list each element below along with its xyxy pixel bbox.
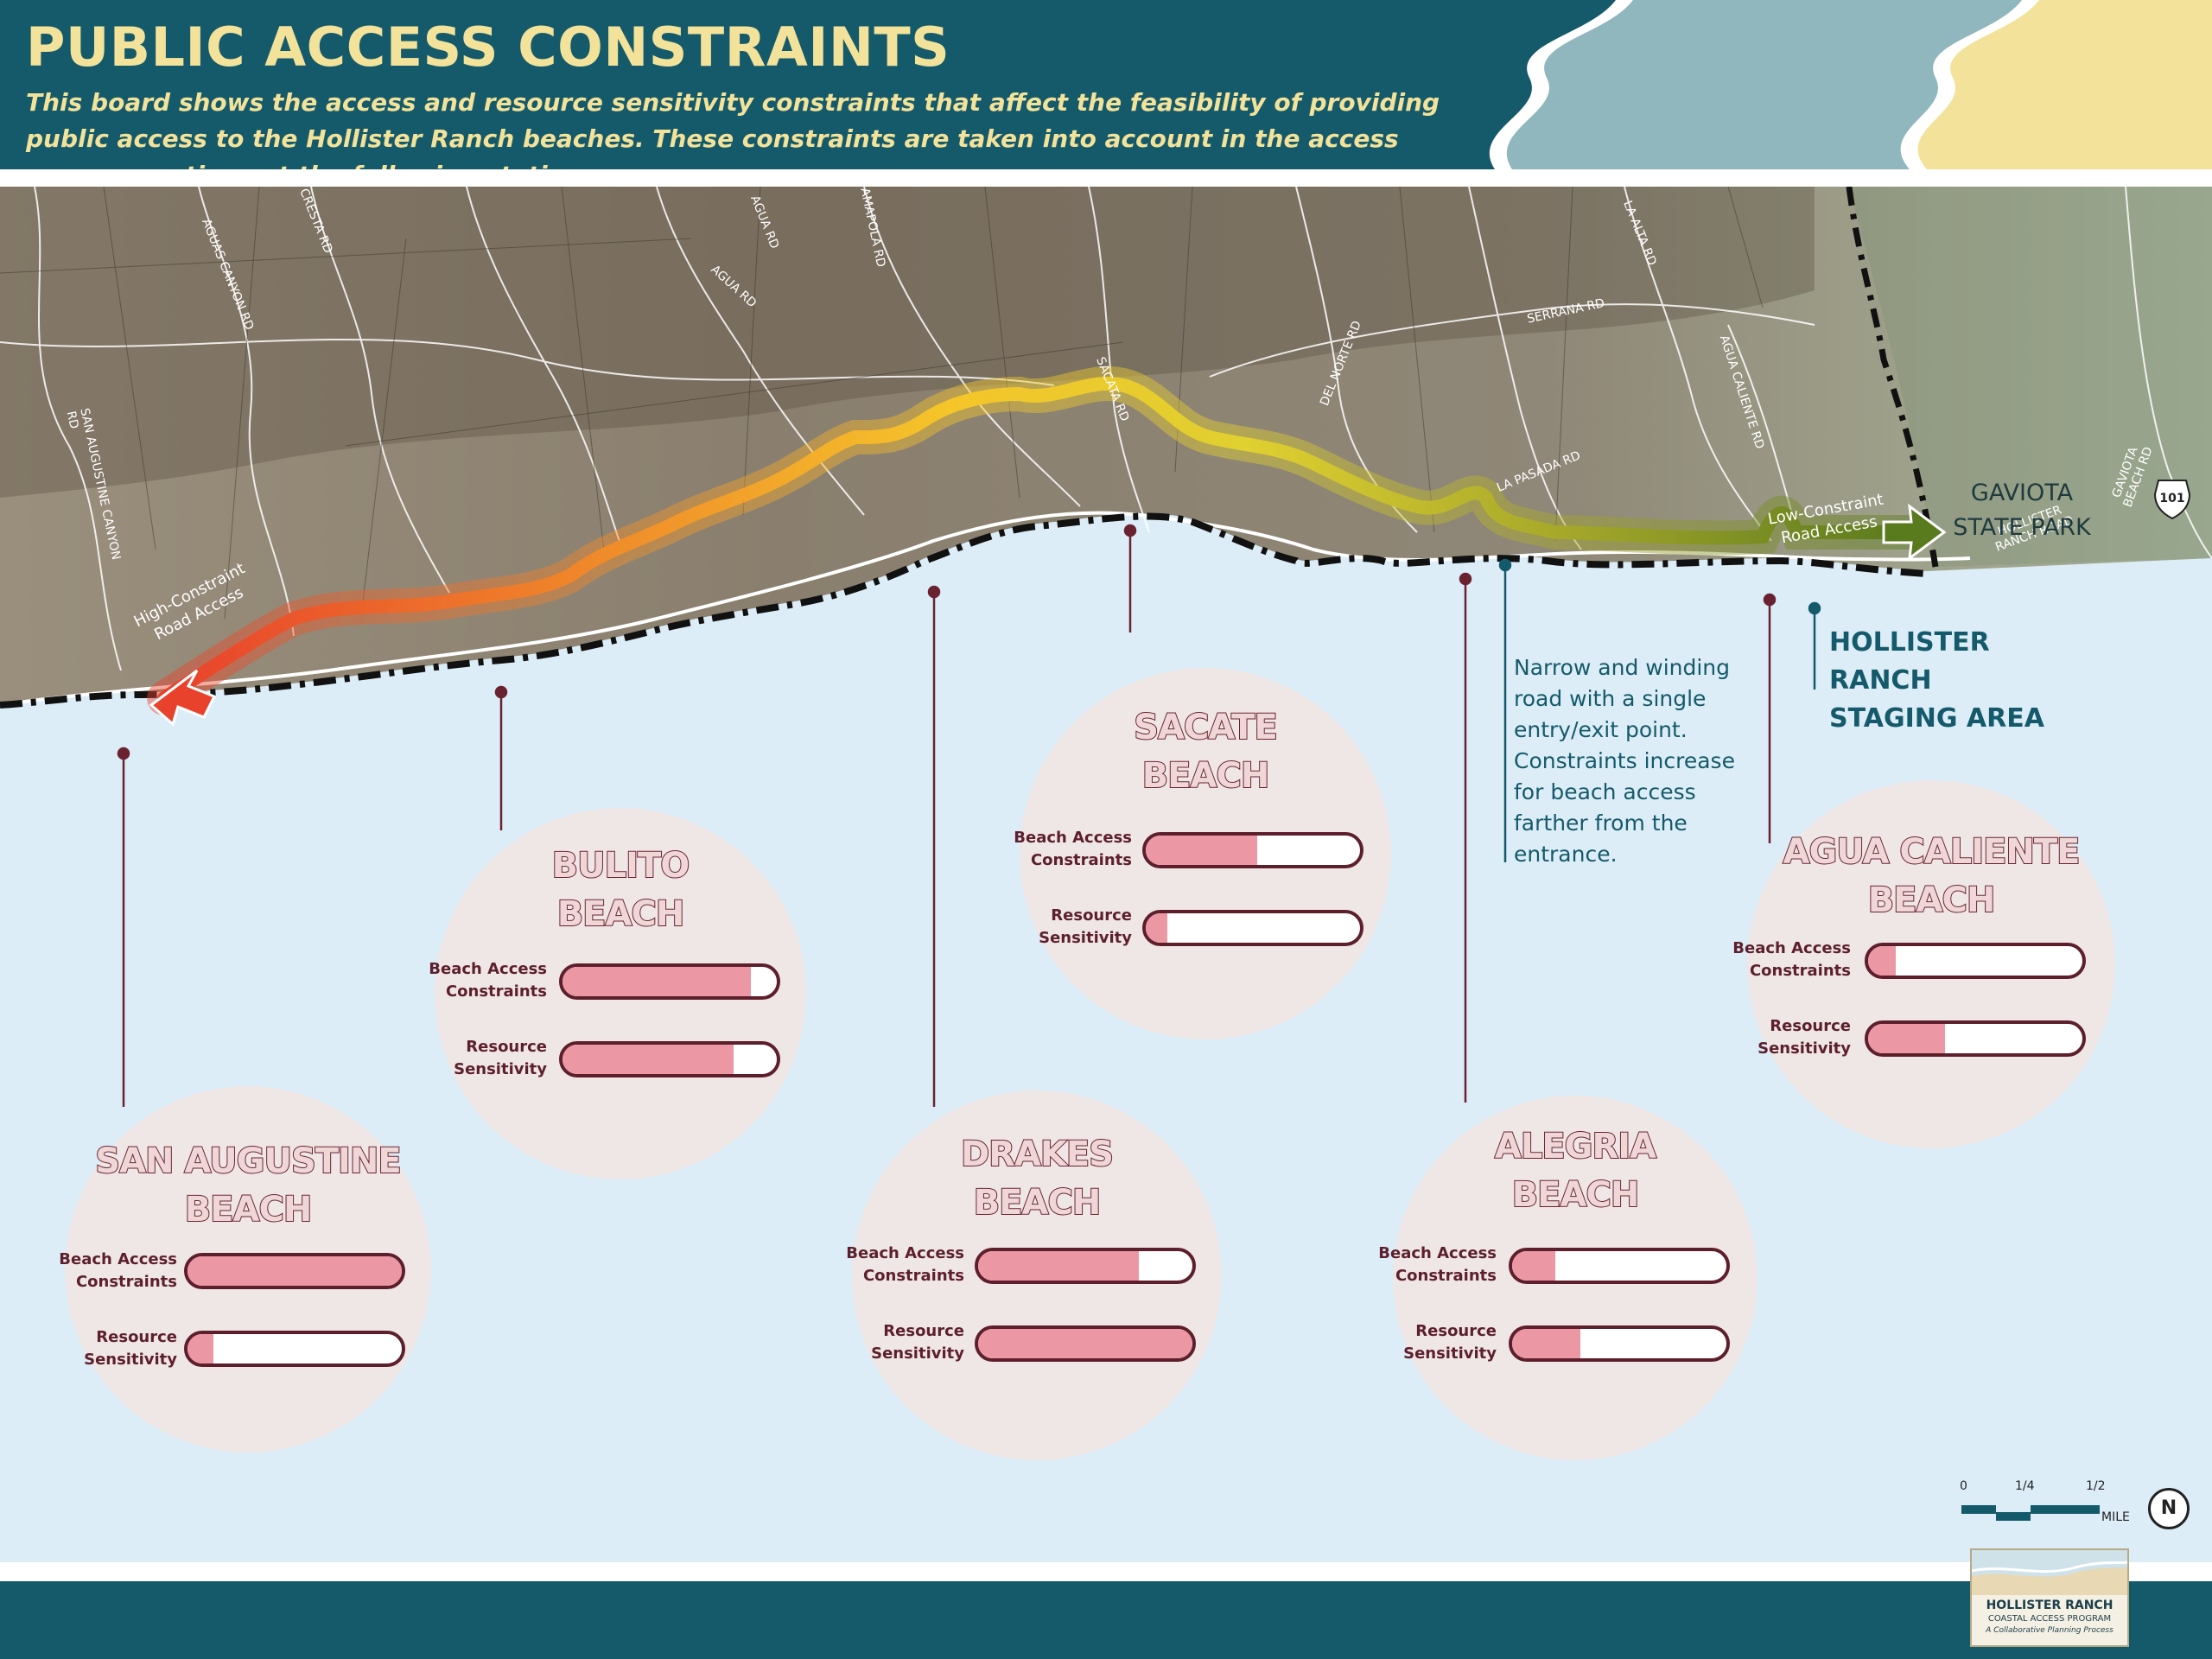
access-route (157, 376, 1916, 705)
header-banner: PUBLIC ACCESS CONSTRAINTS This board sho… (0, 0, 2212, 189)
resource-sensitivity-bar (1509, 1325, 1730, 1362)
beach-name-line1: BULITO (551, 845, 691, 887)
svg-text:101: 101 (2159, 492, 2184, 505)
resource-sensitivity-bar (184, 1331, 405, 1367)
access-constraints-label: Beach Access Constraints (429, 960, 547, 1001)
scale-bar: 0 1/4 1/2 MILE (1960, 1479, 2130, 1531)
access-constraints-bar (1509, 1248, 1730, 1284)
access-constraints-fill (1146, 836, 1257, 865)
access-constraints-bar (975, 1248, 1196, 1284)
scale-unit: MILE (2101, 1510, 2130, 1524)
access-constraints-fill (978, 1251, 1139, 1281)
page-subtitle: This board shows the access and resource… (26, 88, 1440, 189)
resource-sensitivity-fill (1512, 1329, 1581, 1358)
beach-name-line1: SAN AUGUSTINE (94, 1141, 402, 1182)
access-constraints-fill (1512, 1251, 1555, 1281)
resource-sensitivity-label: Resource Sensitivity (871, 1322, 964, 1363)
access-constraints-label: Beach Access Constraints (1014, 829, 1132, 869)
beach-name-line2: BEACH (556, 893, 686, 935)
access-constraints-bar (1142, 832, 1363, 868)
beach-name-line2: BEACH (1867, 880, 1997, 921)
beach-name-line2: BEACH (973, 1182, 1103, 1224)
beach-name-line2: BEACH (184, 1189, 314, 1230)
north-arrow-icon: N (2148, 1488, 2190, 1529)
park-boundary (1846, 187, 1939, 568)
route-note: Narrow and winding road with a single en… (1514, 655, 1735, 867)
beach-card-sacate: SACATE BEACH Beach Access Constraints Re… (1014, 668, 1391, 1039)
access-constraints-fill (188, 1256, 402, 1286)
beach-card-bulito: BULITO BEACH Beach Access Constraints Re… (429, 808, 806, 1179)
beach-name-line2: BEACH (1511, 1174, 1641, 1216)
access-constraints-label: Beach Access Constraints (1732, 939, 1851, 980)
logo-beach-graphic (1972, 1550, 2127, 1595)
header-divider (0, 169, 2212, 187)
resource-sensitivity-fill (563, 1045, 734, 1074)
coastline-boundary (0, 512, 1928, 709)
access-constraints-label: Beach Access Constraints (846, 1244, 964, 1285)
gaviota-state-park-label: GAVIOTA STATE PARK (1953, 480, 2091, 541)
access-constraints-bar (184, 1253, 405, 1289)
hollister-ranch-logo: HOLLISTER RANCH COASTAL ACCESS PROGRAM A… (1970, 1548, 2129, 1647)
beach-name-line2: BEACH (1141, 755, 1271, 797)
beach-card-san-augustine: SAN AUGUSTINE BEACH Beach Access Constra… (59, 1086, 431, 1452)
beach-card-drakes: DRAKES BEACH Beach Access Constraints Re… (846, 1090, 1222, 1460)
low-constraint-arrowhead (1882, 503, 1947, 562)
terrain-map: 101 (0, 187, 2212, 1107)
beach-card-agua-caliente: AGUA CALIENTE BEACH Beach Access Constra… (1732, 780, 2115, 1148)
page-title: PUBLIC ACCESS CONSTRAINTS (26, 16, 950, 79)
resource-sensitivity-label: Resource Sensitivity (454, 1038, 547, 1078)
logo-title: HOLLISTER RANCH (1986, 1599, 2113, 1612)
resource-sensitivity-label: Resource Sensitivity (1039, 906, 1132, 947)
resource-sensitivity-label: Resource Sensitivity (84, 1328, 177, 1369)
beach-name-line1: ALEGRIA (1494, 1126, 1657, 1167)
resource-sensitivity-label: Resource Sensitivity (1403, 1322, 1497, 1363)
beach-name-line1: SACATE (1133, 707, 1279, 748)
logo-subtitle: COASTAL ACCESS PROGRAM (1987, 1614, 2112, 1624)
staging-area-label: HOLLISTER RANCH STAGING AREA (1829, 627, 2044, 734)
resource-sensitivity-bar (559, 1041, 780, 1077)
access-constraints-bar (1865, 943, 2086, 979)
logo-tagline: A Collaborative Planning Process (1986, 1626, 2113, 1635)
resource-sensitivity-bar (975, 1325, 1196, 1362)
footer-banner (0, 1581, 2212, 1659)
resource-sensitivity-fill (188, 1334, 213, 1363)
beach-name-line1: DRAKES (960, 1134, 1115, 1175)
access-constraints-bar (559, 963, 780, 1000)
access-constraints-label: Beach Access Constraints (59, 1250, 177, 1291)
highway-101-shield: 101 (2153, 480, 2191, 520)
scale-half: 1/2 (2086, 1479, 2106, 1493)
high-constraint-arrowhead (149, 669, 217, 727)
resource-sensitivity-label: Resource Sensitivity (1758, 1017, 1851, 1058)
resource-sensitivity-fill (1868, 1024, 1946, 1053)
beach-card-alegria: ALEGRIA BEACH Beach Access Constraints R… (1378, 1096, 1758, 1460)
access-constraints-fill (563, 967, 752, 996)
scale-zero: 0 (1960, 1479, 1967, 1493)
beach-name-line1: AGUA CALIENTE (1782, 831, 2081, 873)
scale-quarter: 1/4 (2015, 1479, 2035, 1493)
resource-sensitivity-bar (1865, 1020, 2086, 1057)
resource-sensitivity-fill (1146, 913, 1167, 943)
access-constraints-label: Beach Access Constraints (1378, 1244, 1497, 1285)
resource-sensitivity-fill (978, 1329, 1192, 1358)
resource-sensitivity-bar (1142, 910, 1363, 946)
access-constraints-fill (1868, 946, 1897, 976)
header-wave-graphic (1489, 0, 2212, 169)
